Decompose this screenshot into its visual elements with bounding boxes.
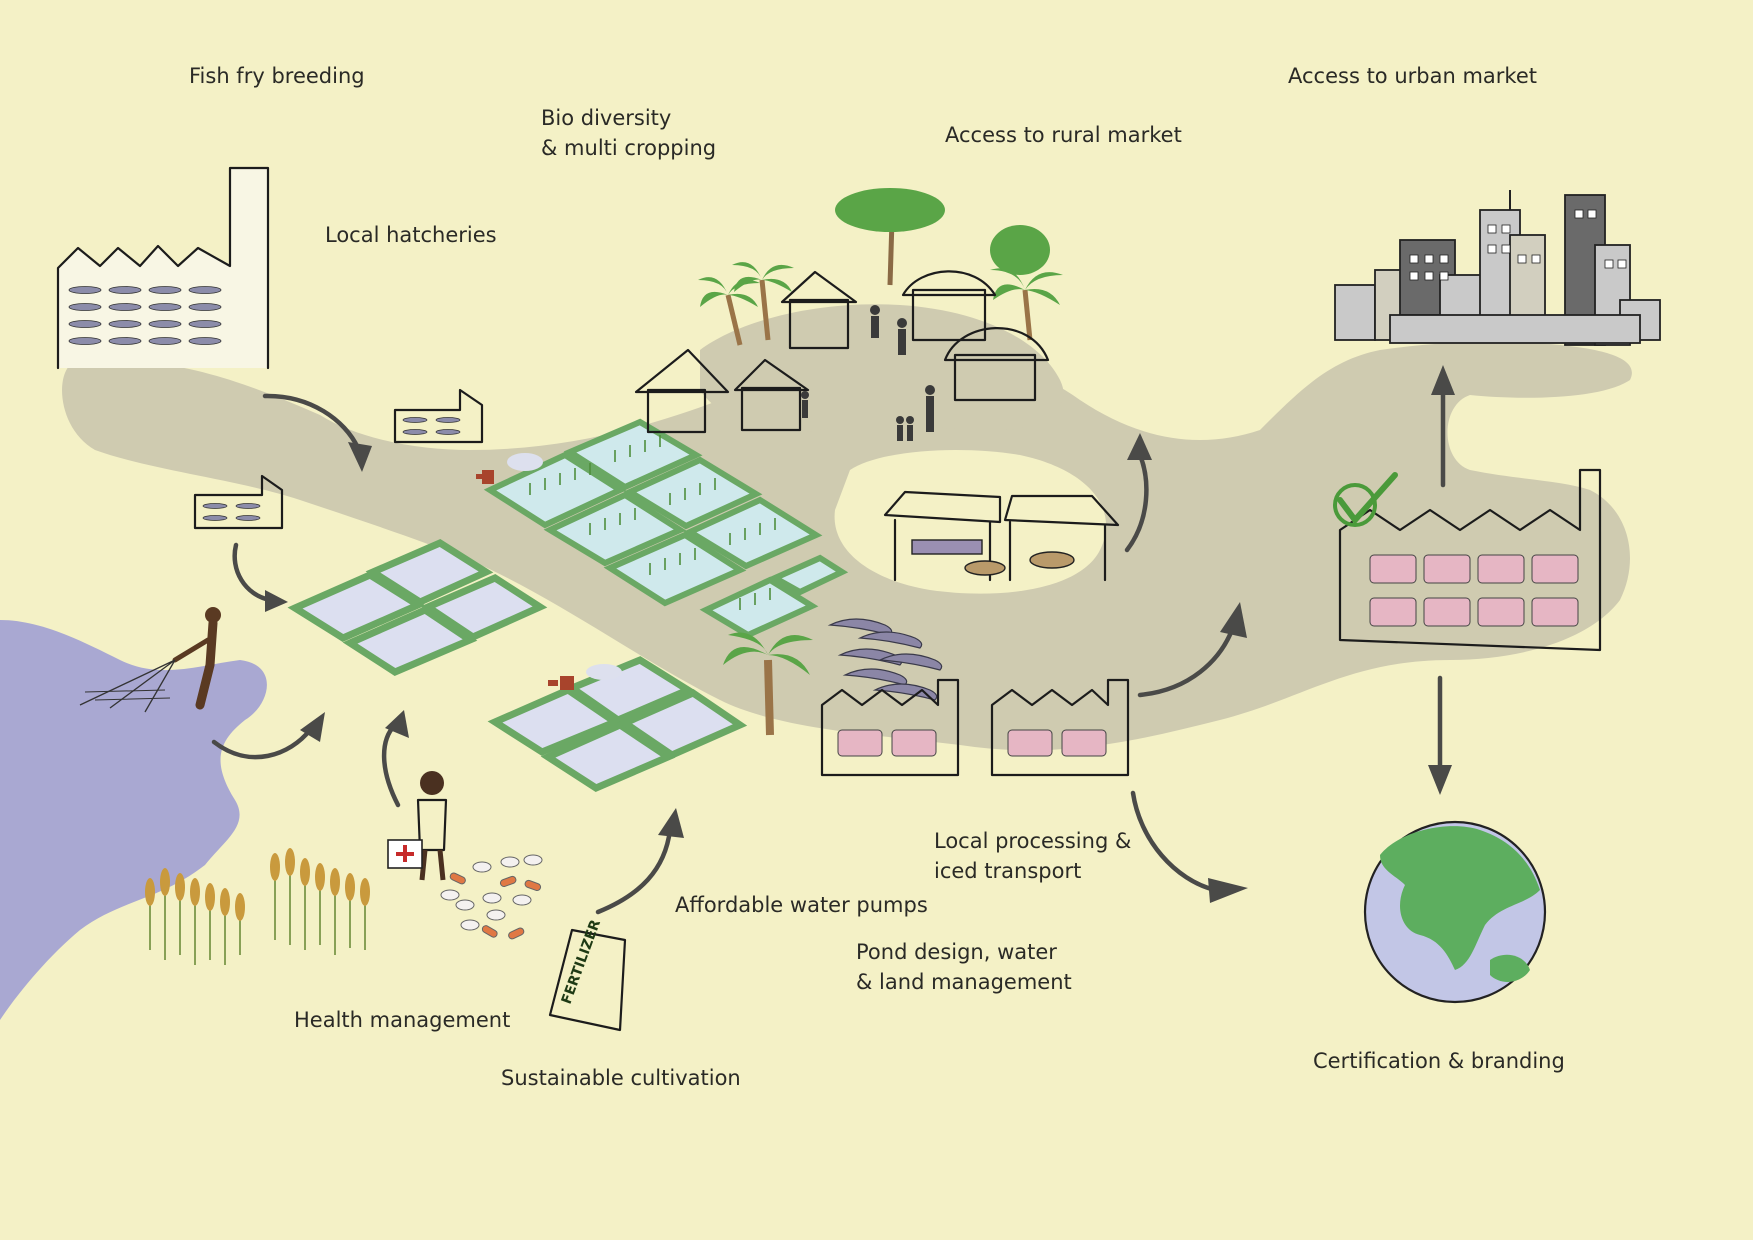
label-certification-branding: Certification & branding — [1313, 1046, 1565, 1076]
arrow-icon — [262, 393, 372, 472]
river-water — [0, 620, 267, 1020]
label-text: & land management — [856, 970, 1072, 994]
fish-pond-icon — [487, 656, 748, 792]
arrow-icon — [595, 808, 684, 915]
label-local-hatcheries: Local hatcheries — [325, 220, 497, 250]
wheat-icon — [145, 848, 370, 965]
arrow-icon — [1130, 790, 1248, 903]
label-access-rural-market: Access to rural market — [945, 120, 1182, 150]
label-affordable-water-pumps: Affordable water pumps — [675, 890, 928, 920]
label-text: Health management — [294, 1008, 511, 1032]
city-icon — [1334, 190, 1661, 346]
palm-tree-icon — [723, 632, 813, 736]
arrow-icon — [1431, 365, 1455, 488]
arrow-icon — [232, 542, 288, 612]
label-sustainable-cultivation: Sustainable cultivation — [501, 1063, 741, 1093]
arrow-icon — [1428, 675, 1452, 795]
village-icon — [634, 188, 1063, 441]
health-worker-icon — [387, 771, 448, 881]
local-hatchery-icon — [193, 474, 284, 530]
label-local-processing: Local processing & iced transport — [934, 826, 1131, 886]
water-pump-icon — [548, 664, 622, 690]
fertilizer-bag-icon: FERTILIZER — [548, 917, 627, 1032]
local-hatchery-icon — [393, 388, 484, 444]
label-text: Sustainable cultivation — [501, 1066, 741, 1090]
market-stall-icon — [883, 490, 1120, 582]
label-text: Affordable water pumps — [675, 893, 928, 917]
pills-icon — [440, 854, 543, 940]
arrow-icon — [1137, 602, 1247, 698]
water-pump-icon — [476, 453, 543, 484]
flow-arrows — [211, 365, 1455, 915]
label-text: iced transport — [934, 859, 1082, 883]
label-text: Pond design, water — [856, 940, 1057, 964]
label-fish-fry-breeding: Fish fry breeding — [189, 61, 365, 91]
paddy-field-icon — [483, 418, 849, 639]
label-text: Fish fry breeding — [189, 64, 365, 88]
label-pond-design: Pond design, water & land management — [856, 937, 1072, 997]
label-text: Local processing & — [934, 829, 1132, 853]
label-text: Access to rural market — [945, 123, 1182, 147]
checkmark-icon — [1333, 472, 1398, 527]
label-health-management: Health management — [294, 1005, 510, 1035]
globe-icon — [1363, 820, 1547, 1004]
fish-pond-icon — [287, 539, 548, 676]
processing-plant-icon — [990, 678, 1130, 777]
arrow-icon — [381, 710, 409, 808]
arrow-icon — [211, 712, 325, 760]
label-access-urban-market: Access to urban market — [1288, 61, 1537, 91]
label-text: Bio diversity — [541, 106, 672, 130]
label-text: Certification & branding — [1313, 1049, 1565, 1073]
hatchery-factory-icon — [56, 166, 270, 370]
label-text: Access to urban market — [1288, 64, 1537, 88]
arrow-icon — [1124, 433, 1152, 553]
label-bio-diversity: Bio diversity & multi cropping — [541, 103, 716, 163]
processing-plant-icon — [820, 678, 960, 777]
label-text: Local hatcheries — [325, 223, 497, 247]
label-text: & multi cropping — [541, 136, 717, 160]
fisherman-icon — [79, 607, 221, 713]
shrimp-icon — [827, 618, 943, 701]
